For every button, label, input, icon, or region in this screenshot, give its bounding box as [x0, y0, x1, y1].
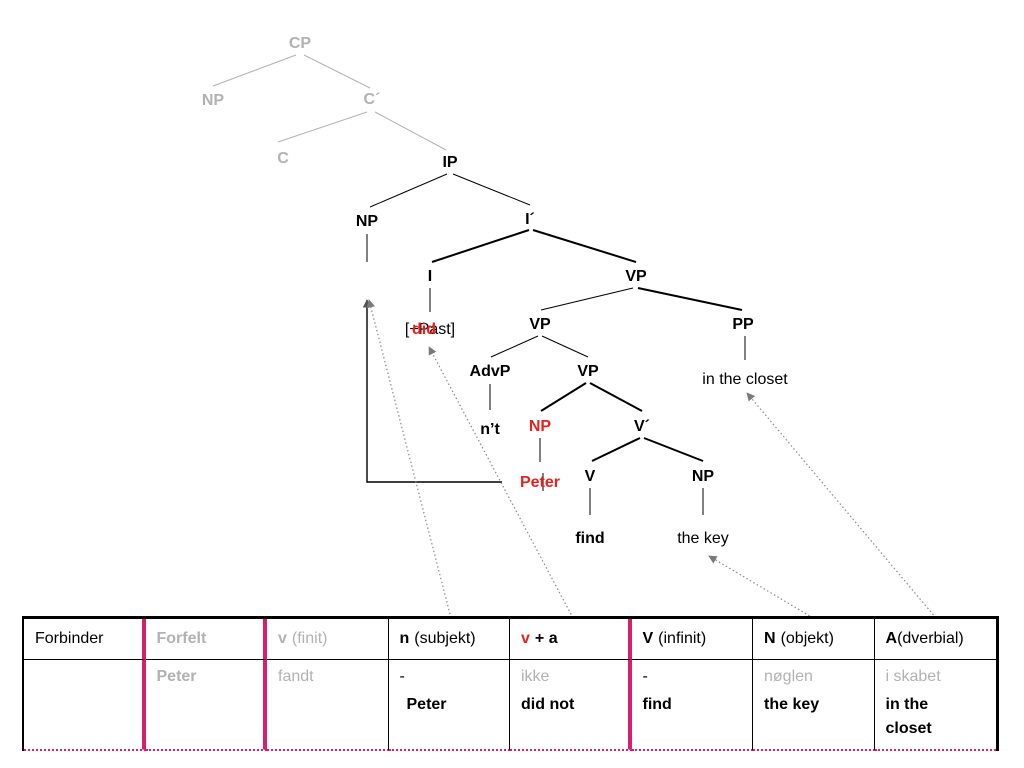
col-head-label: (finit)	[291, 630, 328, 647]
example-cell-n-subjekt: - Peter	[388, 660, 510, 751]
i-aux-did: did	[412, 321, 436, 338]
dotted-arrow-object	[708, 555, 814, 619]
dotted-arrow-aux	[428, 346, 574, 619]
col-head-label: (dverbial)	[897, 630, 964, 647]
col-head-label: (objekt)	[780, 630, 834, 647]
col-head-v-a: v+ a	[510, 619, 632, 660]
node-pp: PP	[732, 316, 754, 333]
node-c: C	[277, 150, 289, 167]
branch-vpmid-vplow	[541, 335, 589, 358]
example-cell-V-infinit: - find	[631, 660, 753, 751]
node-v-bar: V´	[634, 418, 650, 435]
english-word: did not	[521, 696, 575, 713]
english-word: Peter	[406, 696, 447, 713]
object-word: the key	[677, 530, 729, 547]
branch-vptop-vpmid	[540, 287, 634, 311]
advp-word: n’t	[480, 421, 500, 438]
node-cp: CP	[289, 35, 312, 52]
col-head-symbol: V	[642, 630, 654, 647]
branch-cp-cbar	[303, 54, 371, 89]
example-cell-N-objekt: nøglen the key	[753, 660, 875, 751]
example-cell-v-a: ikke did not	[510, 660, 632, 751]
node-v: V	[585, 468, 596, 485]
node-subject-np: NP	[529, 418, 552, 435]
col-head-symbol: n	[399, 630, 410, 647]
node-advp: AdvP	[470, 363, 511, 380]
col-head-V-infinit: V(infinit)	[631, 619, 753, 660]
node-i: I	[428, 268, 432, 285]
node-ip: IP	[442, 154, 457, 171]
col-head-A-dverbial: A(dverbial)	[874, 619, 996, 660]
col-head-n-subjekt: n(subjekt)	[388, 619, 510, 660]
col-head-symbol: A	[885, 630, 898, 647]
english-word: the key	[764, 696, 820, 713]
node-vp-low: VP	[577, 363, 599, 380]
node-c-bar: C´	[364, 91, 381, 108]
col-head-symbol: N	[764, 630, 776, 647]
col-head-label: + a	[534, 630, 558, 647]
subject-movement-arrow	[362, 299, 502, 483]
i-feature-label: [+Past]	[405, 321, 455, 338]
branch-cp-np	[212, 54, 297, 87]
dotted-arrow-subject	[366, 299, 452, 619]
branch-vpmid-advp	[490, 335, 539, 358]
node-object-np: NP	[692, 468, 715, 485]
danish-word: -	[642, 668, 648, 685]
node-vp-mid: VP	[529, 316, 551, 333]
node-i-bar: I´	[525, 211, 535, 228]
col-head-symbol: v	[521, 630, 530, 647]
danish-word: nøglen	[764, 668, 813, 685]
branch-vplow-vbar	[589, 382, 643, 412]
verb-word: find	[575, 530, 604, 547]
branch-vbar-v	[591, 437, 641, 462]
node-cp-spec-np: NP	[202, 92, 225, 109]
english-word: in the closet	[885, 696, 932, 737]
danish-word: Peter	[156, 668, 197, 685]
branch-ibar-i	[431, 229, 530, 263]
col-head-N-objekt: N(objekt)	[753, 619, 875, 660]
col-head-forfelt-label: Forfelt	[156, 630, 207, 647]
col-head-forfelt: Forfelt	[145, 619, 267, 660]
branch-vbar-objnp	[643, 437, 704, 462]
example-cell-v-finit: fandt	[267, 660, 389, 751]
branch-ip-np	[369, 173, 448, 208]
branch-ip-ibar	[452, 173, 531, 206]
field-analysis-table: Forbinder Forfelt v(finit) n(subjekt) v+…	[22, 616, 999, 751]
example-cell-forbinder	[24, 660, 146, 751]
danish-word: -	[399, 668, 405, 685]
col-head-label: (subjekt)	[414, 630, 476, 647]
subject-word: Peter	[520, 474, 560, 491]
node-ip-spec-np: NP	[356, 213, 379, 230]
example-cell-forfelt: Peter	[145, 660, 267, 751]
pp-words: in the closet	[702, 371, 788, 388]
col-head-symbol: v	[278, 630, 287, 647]
danish-word: ikke	[521, 668, 550, 685]
col-head-label: (infinit)	[658, 630, 707, 647]
branch-ibar-vptop	[532, 229, 637, 263]
col-head-v-finit: v(finit)	[267, 619, 389, 660]
dotted-arrow-adverbial	[746, 392, 937, 619]
branch-cbar-c	[277, 111, 368, 143]
branch-cbar-ip	[374, 111, 447, 151]
col-head-forbinder: Forbinder	[24, 619, 146, 660]
branch-vplow-subjnp	[540, 382, 587, 412]
danish-word: fandt	[278, 668, 314, 685]
col-head-forbinder-label: Forbinder	[35, 630, 104, 647]
danish-word: i skabet	[885, 668, 941, 685]
branch-vptop-pp	[637, 287, 743, 311]
node-vp-top: VP	[625, 268, 647, 285]
english-word: find	[642, 696, 672, 713]
example-cell-A-dverbial: i skabet in the closet	[874, 660, 996, 751]
